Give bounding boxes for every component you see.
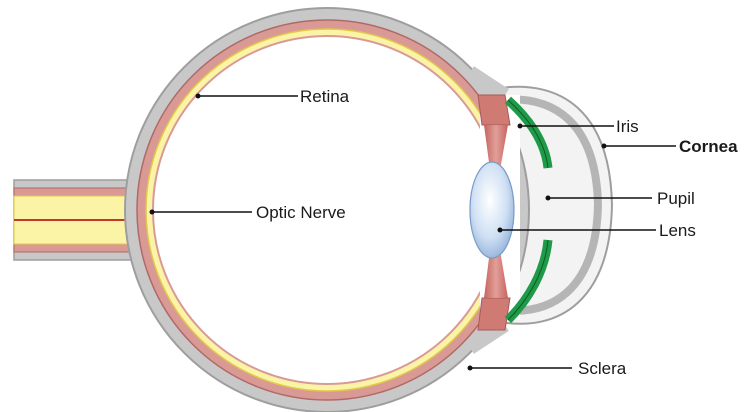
cornea-label: Cornea — [679, 137, 738, 156]
retina-leader-dot — [196, 94, 201, 99]
lens-shape — [470, 162, 514, 258]
retina-label: Retina — [300, 87, 350, 106]
pupil-leader-dot — [546, 196, 551, 201]
cornea-leader-dot — [602, 144, 607, 149]
ciliary-muscle-lower — [478, 298, 510, 330]
iris-label: Iris — [616, 117, 639, 136]
ciliary-muscle-upper — [478, 95, 510, 125]
sclera-label: Sclera — [578, 359, 627, 378]
lens-label: Lens — [659, 221, 696, 240]
lens-leader-dot — [498, 228, 503, 233]
optic-nerve-leader-dot — [150, 210, 155, 215]
iris-leader-dot — [518, 124, 523, 129]
optic-nerve-label: Optic Nerve — [256, 203, 346, 222]
pupil-label: Pupil — [657, 189, 695, 208]
sclera-leader-dot — [468, 366, 473, 371]
